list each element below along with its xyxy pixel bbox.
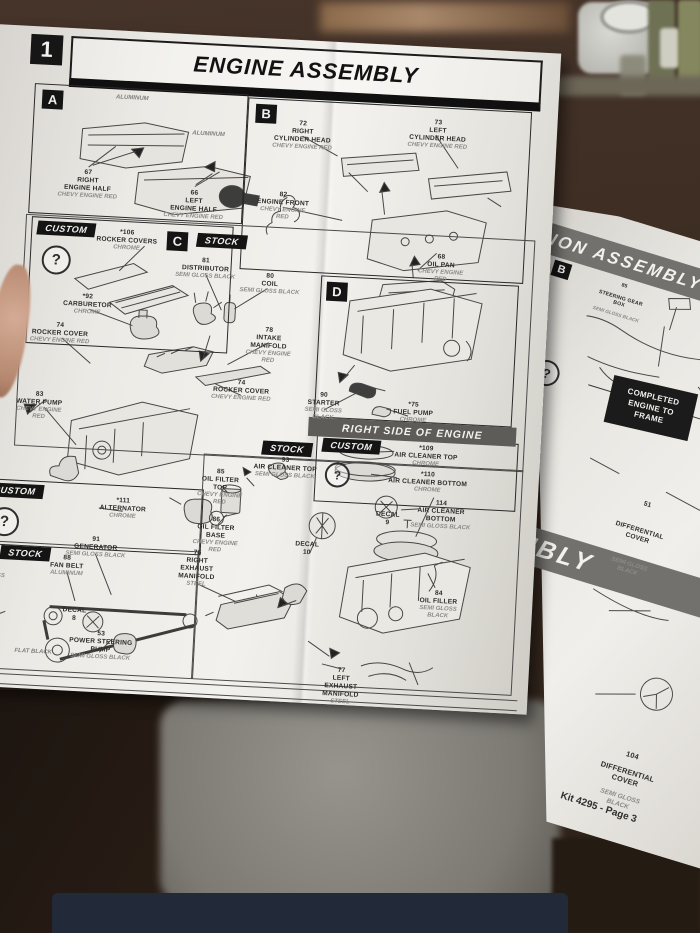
custom-tag-2: CUSTOM xyxy=(321,437,382,455)
page-title: ENGINE ASSEMBLY xyxy=(192,51,420,89)
custom-tag-3: CUSTOM xyxy=(0,482,45,500)
navy-clothing-strip xyxy=(52,893,568,933)
front-instruction-sheet: 1 ENGINE ASSEMBLY A B CUSTOM ? C STOCK D… xyxy=(0,24,562,715)
step-number-box: 1 xyxy=(29,33,64,66)
section-d-marker: D xyxy=(325,281,348,302)
stock-tag-1: STOCK xyxy=(195,232,248,250)
decal-9-label: DECAL 9 xyxy=(375,510,400,527)
section-c-marker: C xyxy=(166,231,189,252)
shelf-edge xyxy=(545,76,700,96)
section-a-marker: A xyxy=(41,89,64,110)
stock-tag-3: STOCK xyxy=(0,545,52,562)
decal-10-label: DECAL 10 xyxy=(295,540,320,557)
paint-bottle-label xyxy=(660,28,680,68)
stock-tag-2: STOCK xyxy=(261,440,314,458)
paint-bottle xyxy=(678,0,700,90)
blurred-wood-highlight xyxy=(320,2,570,32)
gray-fabric-knee xyxy=(160,700,560,905)
custom-tag-1: CUSTOM xyxy=(36,220,97,238)
decal-8-label: DECAL 8 xyxy=(62,606,87,623)
